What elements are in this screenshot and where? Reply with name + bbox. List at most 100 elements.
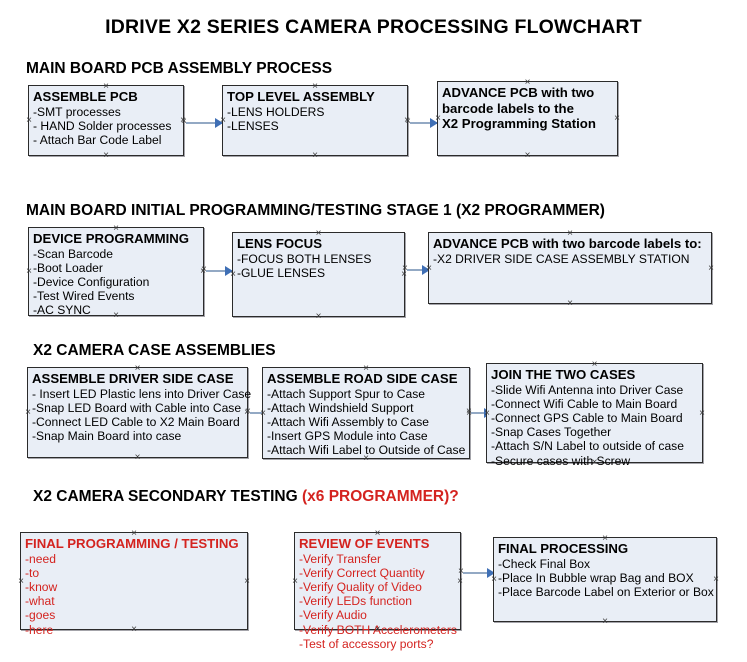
node-line: -Connect Wifi Cable to Main Board: [491, 396, 678, 411]
connection-handle-south[interactable]: ×: [312, 149, 318, 161]
connector-arrowhead-icon: [422, 265, 430, 275]
node-line: -Boot Loader: [33, 260, 103, 275]
node-title: DEVICE PROGRAMMING: [33, 231, 190, 246]
node-line: -Verify Transfer: [299, 551, 381, 566]
node-line: -Verify BOTH Accelerometers: [299, 622, 457, 637]
node-line: -Verify Quality of Video: [299, 579, 422, 594]
node-assemble-driver-side-case[interactable]: ASSEMBLE DRIVER SIDE CASE - Insert LED P…: [25, 363, 252, 462]
node-line: barcode labels to the: [442, 100, 574, 116]
node-line: -Verify Audio: [299, 608, 367, 623]
node-title: ASSEMBLE PCB: [33, 89, 138, 104]
node-line: -Check Final Box: [498, 556, 591, 571]
node-line: -Snap Main Board into case: [32, 429, 182, 444]
node-title: REVIEW OF EVENTS: [299, 536, 430, 551]
node-title: ASSEMBLE DRIVER SIDE CASE: [32, 371, 234, 386]
node-line: -Insert GPS Module into Case: [267, 429, 428, 444]
node-line: -Attach S/N Label to outside of case: [491, 439, 684, 454]
node-line: - Attach Bar Code Label: [33, 132, 162, 147]
node-line: -GLUE LENSES: [237, 265, 326, 280]
connector-tail-handle: ×: [402, 263, 408, 274]
connector-tail-handle: ×: [245, 406, 251, 417]
connection-handle-south[interactable]: ×: [602, 615, 608, 627]
node-line: -Test Wired Events: [33, 289, 135, 304]
node-assemble-road-side-case[interactable]: ASSEMBLE ROAD SIDE CASE -Attach Support …: [260, 363, 472, 463]
node-assemble-pcb[interactable]: ASSEMBLE PCB -SMT processes - HAND Solde…: [26, 81, 186, 160]
connector-arrowhead-icon: [215, 118, 223, 128]
node-title: LENS FOCUS: [237, 236, 322, 251]
section-heading-main-board-pcb-assembly-process: MAIN BOARD PCB ASSEMBLY PROCESS: [26, 60, 332, 78]
node-join-the-two-cases[interactable]: JOIN THE TWO CASES -Slide Wifi Antenna i…: [484, 359, 705, 468]
node-top-level-assembly[interactable]: TOP LEVEL ASSEMBLY -LENS HOLDERS -LENSES…: [220, 81, 410, 160]
section-heading-accent-text: (x6 PROGRAMMER)?: [302, 488, 459, 505]
node-line: -SMT processes: [33, 104, 121, 119]
section-heading-x2-camera-case-assemblies: X2 CAMERA CASE ASSEMBLIES: [33, 342, 276, 360]
node-title: JOIN THE TWO CASES: [491, 367, 636, 382]
node-line: -Device Configuration: [33, 274, 150, 289]
node-line: -X2 DRIVER SIDE CASE ASSEMBLY STATION: [433, 251, 690, 266]
connection-handle-south[interactable]: ×: [567, 297, 573, 309]
node-title: ADVANCE PCB with two barcode labels to:: [433, 236, 702, 251]
node-line: -know: [25, 579, 58, 594]
section-heading-main-board-initial-programming-testing-stage-1: MAIN BOARD INITIAL PROGRAMMING/TESTING S…: [26, 202, 605, 220]
connector-top-level-assembly-to-advance-pcb[interactable]: ×: [405, 117, 438, 128]
connector-arrowhead-icon: [430, 118, 438, 128]
node-line: -Connect GPS Cable to Main Board: [491, 410, 683, 425]
node-line: -goes: [25, 608, 56, 623]
node-title: FINAL PROCESSING: [498, 541, 629, 556]
connection-handle-south[interactable]: ×: [103, 149, 109, 161]
connection-handle-south[interactable]: ×: [315, 310, 322, 322]
connector-review-of-events-to-final-processing[interactable]: ×: [458, 567, 495, 578]
connector-line: [407, 269, 429, 271]
node-device-programming[interactable]: DEVICE PROGRAMMING -Scan Barcode -Boot L…: [26, 223, 206, 320]
connector-tail-handle: ×: [201, 264, 207, 275]
connector-line: [471, 412, 491, 414]
node-line: -LENS HOLDERS: [227, 104, 325, 119]
node-title: ADVANCE PCB with two: [442, 85, 595, 100]
node-review-of-events[interactable]: REVIEW OF EVENTS -Verify Transfer -Verif…: [292, 528, 463, 651]
node-line: -Secure cases with Screw: [491, 453, 631, 468]
connection-handle-south[interactable]: ×: [134, 451, 141, 463]
connector-line: [463, 572, 494, 574]
connector-lens-focus-to-advance-pcb[interactable]: ×: [402, 264, 430, 275]
section-heading-text: MAIN BOARD PCB ASSEMBLY PROCESS: [26, 60, 333, 77]
section-heading-text: X2 CAMERA CASE ASSEMBLIES: [33, 342, 276, 359]
node-lens-focus[interactable]: LENS FOCUS -FOCUS BOTH LENSES -GLUE LENS…: [230, 228, 407, 321]
connector-line: [186, 122, 222, 124]
node-title: ASSEMBLE ROAD SIDE CASE: [267, 371, 458, 386]
node-line: -Scan Barcode: [33, 246, 113, 261]
node-line: -Place Barcode Label on Exterior or Box: [498, 584, 714, 599]
node-line: -need: [25, 551, 56, 566]
section-heading-text: X2 CAMERA SECONDARY TESTING: [33, 488, 302, 505]
connector-device-programming-to-lens-focus[interactable]: ×: [201, 265, 233, 276]
node-line: - Insert LED Plastic lens into Driver Ca…: [32, 386, 252, 401]
connector-line: [206, 270, 232, 272]
connector-assemble-pcb-to-top-level-assembly[interactable]: ×: [181, 117, 223, 128]
node-line: -Attach Wifi Assembly to Case: [267, 414, 429, 429]
connector-line: [250, 412, 270, 414]
node-line: -Attach Support Spur to Case: [267, 386, 425, 401]
page-title: IDRIVE X2 SERIES CAMERA PROCESSING FLOWC…: [105, 16, 642, 38]
connector-tail-handle: ×: [466, 406, 472, 417]
node-line: -Verify Correct Quantity: [299, 565, 425, 580]
node-line: - HAND Solder processes: [33, 118, 172, 133]
node-final-programming-testing[interactable]: FINAL PROGRAMMING / TESTING -need -to -k…: [18, 528, 250, 637]
node-advance-pcb-to-x2-programming-station[interactable]: ADVANCE PCB with two barcode labels to t…: [435, 77, 620, 160]
node-line: -AC SYNC: [33, 303, 91, 318]
node-title: FINAL PROGRAMMING / TESTING: [25, 536, 239, 551]
node-line: -LENSES: [227, 118, 279, 133]
connector-tail-handle: ×: [405, 116, 411, 127]
section-heading-x2-camera-secondary-testing: X2 CAMERA SECONDARY TESTING (x6 PROGRAMM…: [33, 488, 459, 506]
connector-arrowhead-icon: [225, 266, 233, 276]
node-line: X2 Programming Station: [442, 116, 596, 132]
node-advance-pcb-to-driver-side-case-assembly-station[interactable]: ADVANCE PCB with two barcode labels to: …: [426, 228, 714, 308]
node-title: TOP LEVEL ASSEMBLY: [227, 89, 375, 104]
connection-handle-south[interactable]: ×: [524, 149, 531, 161]
node-line: -FOCUS BOTH LENSES: [237, 251, 372, 266]
node-line: -to: [25, 565, 40, 580]
node-line-overflow: -Test of accessory ports?: [299, 636, 434, 651]
connector-tail-handle: ×: [458, 566, 464, 577]
node-line: -Verify LEDs function: [299, 594, 412, 609]
node-line: -Connect LED Cable to X2 Main Board: [32, 414, 240, 429]
node-final-processing[interactable]: FINAL PROCESSING -Check Final Box -Place…: [491, 533, 719, 626]
node-line: -Slide Wifi Antenna into Driver Case: [491, 382, 684, 397]
